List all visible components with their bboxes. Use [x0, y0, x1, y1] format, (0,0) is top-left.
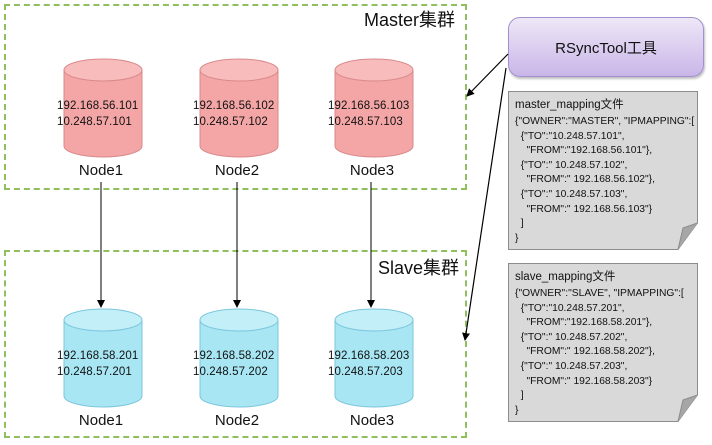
- node-ip-secondary: 10.248.57.202: [193, 366, 268, 378]
- database-cylinder-icon: [199, 58, 279, 158]
- slave-node-3[interactable]: 192.168.58.203 10.248.57.203: [328, 308, 416, 412]
- database-cylinder-icon: [63, 308, 143, 408]
- tool-to-master-arrow: [466, 53, 509, 97]
- node-ip-secondary: 10.248.57.102: [193, 116, 268, 128]
- slave-node-1-label: Node1: [78, 412, 124, 429]
- node-ip-secondary: 10.248.57.203: [328, 366, 403, 378]
- node-ip-secondary: 10.248.57.201: [57, 366, 132, 378]
- slave-node-2-label: Node2: [214, 412, 260, 429]
- database-cylinder-icon: [63, 58, 143, 158]
- master-node-3[interactable]: 192.168.56.103 10.248.57.103: [328, 58, 416, 162]
- master-node-1-label: Node1: [78, 162, 124, 179]
- master-cluster-title: Master集群: [364, 10, 456, 30]
- slave-mapping-content: {"OWNER":"SLAVE", "IPMAPPING":[ {"TO":"1…: [515, 288, 684, 416]
- rsynctool-box[interactable]: RSyncTool工具: [508, 17, 704, 77]
- master-node-2[interactable]: 192.168.56.102 10.248.57.102: [193, 58, 281, 162]
- node-ip-primary: 192.168.56.101: [57, 100, 139, 112]
- node-ip-primary: 192.168.58.201: [57, 350, 139, 362]
- node-ip-primary: 192.168.56.102: [193, 100, 275, 112]
- rsynctool-label: RSyncTool工具: [555, 39, 657, 57]
- master-mapping-doc[interactable]: master_mapping文件 {"OWNER":"MASTER", "IPM…: [508, 91, 698, 251]
- master-mapping-title: master_mapping文件: [515, 99, 624, 111]
- database-cylinder-icon: [334, 308, 414, 408]
- master-node-1[interactable]: 192.168.56.101 10.248.57.101: [57, 58, 145, 162]
- tool-to-slave-arrow: [462, 67, 507, 341]
- slave-cluster-title: Slave集群: [378, 258, 460, 278]
- master-node-2-label: Node2: [214, 162, 260, 179]
- slave-mapping-title: slave_mapping文件: [515, 271, 616, 283]
- master-mapping-content: {"OWNER":"MASTER", "IPMAPPING":[ {"TO":"…: [515, 116, 695, 244]
- slave-node-1[interactable]: 192.168.58.201 10.248.57.201: [57, 308, 145, 412]
- slave-node-3-label: Node3: [349, 412, 395, 429]
- document-shape: [508, 91, 698, 250]
- node-ip-primary: 192.168.56.103: [328, 100, 410, 112]
- node-ip-primary: 192.168.58.202: [193, 350, 275, 362]
- database-cylinder-icon: [334, 58, 414, 158]
- document-shape: [508, 263, 698, 422]
- database-cylinder-icon: [199, 308, 279, 408]
- slave-cluster-box: [4, 250, 467, 438]
- slave-mapping-doc[interactable]: slave_mapping文件 {"OWNER":"SLAVE", "IPMAP…: [508, 263, 698, 423]
- master-node-3-label: Node3: [349, 162, 395, 179]
- node-ip-secondary: 10.248.57.101: [57, 116, 132, 128]
- node-ip-primary: 192.168.58.203: [328, 350, 410, 362]
- slave-node-2[interactable]: 192.168.58.202 10.248.57.202: [193, 308, 281, 412]
- node-ip-secondary: 10.248.57.103: [328, 116, 403, 128]
